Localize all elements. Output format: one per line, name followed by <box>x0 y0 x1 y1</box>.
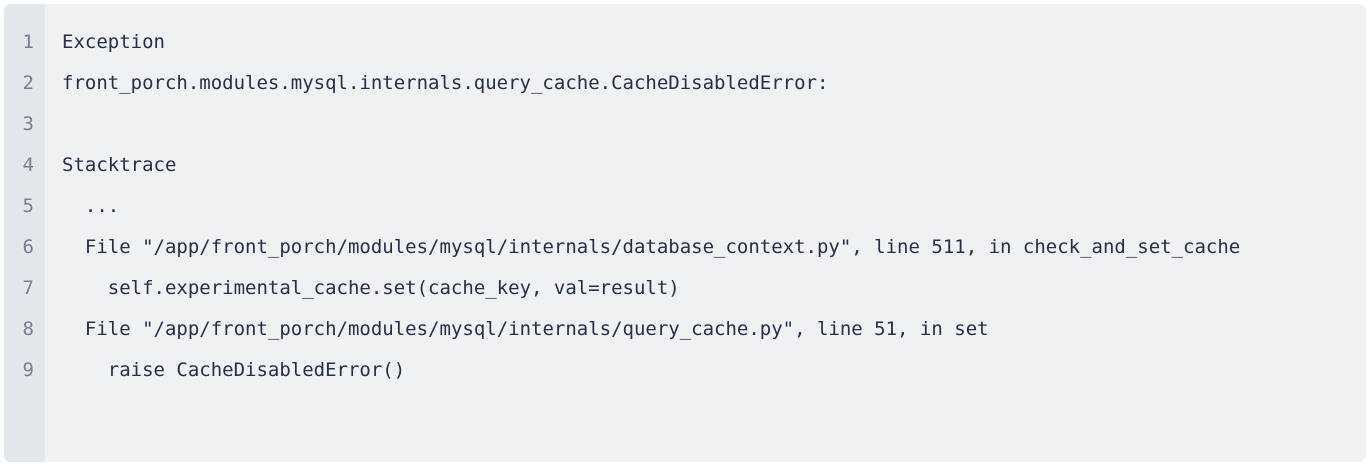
code-line-text[interactable]: File "/app/front_porch/modules/mysql/int… <box>62 318 989 340</box>
code-line: 2 front_porch.modules.mysql.internals.qu… <box>4 63 1366 104</box>
code-line: 9 raise CacheDisabledError() <box>4 350 1366 391</box>
line-number: 4 <box>22 154 34 176</box>
line-number: 9 <box>22 359 34 381</box>
code-line: 4 Stacktrace <box>4 145 1366 186</box>
code-line: 6 File "/app/front_porch/modules/mysql/i… <box>4 227 1366 268</box>
code-line-text[interactable]: ... <box>62 195 120 217</box>
code-line-text[interactable]: self.experimental_cache.set(cache_key, v… <box>62 277 680 299</box>
code-line-text[interactable]: Stacktrace <box>62 154 177 176</box>
code-line-text[interactable]: File "/app/front_porch/modules/mysql/int… <box>62 236 1241 258</box>
line-number: 1 <box>22 31 34 53</box>
code-line-text[interactable]: raise CacheDisabledError() <box>62 359 406 381</box>
code-block[interactable]: 1 Exception 2 front_porch.modules.mysql.… <box>4 4 1366 462</box>
line-number-gutter <box>4 4 45 462</box>
line-number: 7 <box>22 277 34 299</box>
code-line-text[interactable]: front_porch.modules.mysql.internals.quer… <box>62 72 829 94</box>
line-number: 6 <box>22 236 34 258</box>
code-line-text[interactable]: Exception <box>62 31 165 53</box>
line-number: 2 <box>22 72 34 94</box>
code-lines-container: 1 Exception 2 front_porch.modules.mysql.… <box>4 4 1366 391</box>
line-number: 5 <box>22 195 34 217</box>
code-line: 5 ... <box>4 186 1366 227</box>
code-line: 3 <box>4 104 1366 145</box>
line-number: 8 <box>22 318 34 340</box>
code-line: 1 Exception <box>4 22 1366 63</box>
code-line: 8 File "/app/front_porch/modules/mysql/i… <box>4 309 1366 350</box>
line-number: 3 <box>22 113 34 135</box>
code-line: 7 self.experimental_cache.set(cache_key,… <box>4 268 1366 309</box>
